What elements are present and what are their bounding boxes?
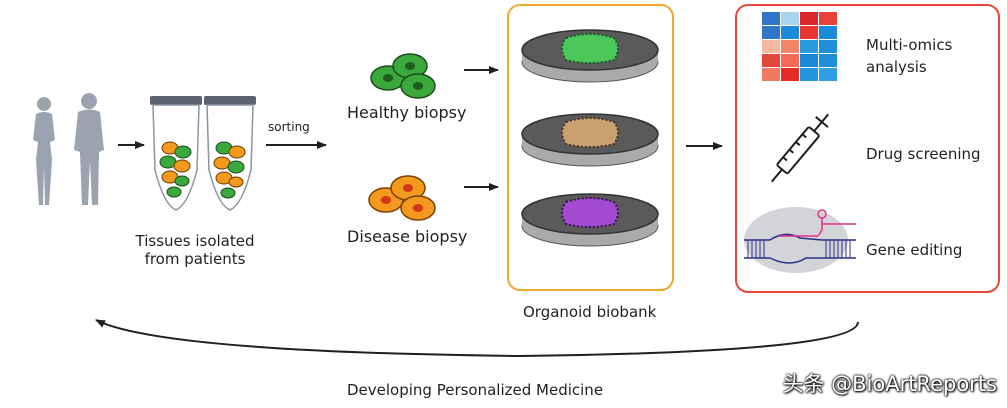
heatmap-cell xyxy=(800,26,818,39)
personalized-medicine-label: Developing Personalized Medicine xyxy=(347,381,604,399)
organoid-biobank-label: Organoid biobank xyxy=(523,303,657,321)
disease-cells-icon xyxy=(368,175,436,221)
healthy-biopsy-label: Healthy biopsy xyxy=(347,103,467,122)
heatmap-cell xyxy=(819,26,837,39)
multiomics-label: Multi-omics analysis xyxy=(866,34,952,78)
biobank-box xyxy=(507,4,674,291)
heatmap-cell xyxy=(819,40,837,53)
dish-healthy-icon xyxy=(521,29,659,83)
tissues-label-line1: Tissues isolated xyxy=(135,232,255,250)
heatmap-cell xyxy=(762,54,780,67)
heatmap-cell xyxy=(819,68,837,81)
tube-right-icon xyxy=(196,88,264,212)
healthy-cells-icon xyxy=(370,53,436,99)
tissues-label-line2: from patients xyxy=(144,250,246,268)
disease-biopsy-label: Disease biopsy xyxy=(347,227,468,246)
heatmap-cell xyxy=(762,12,780,25)
gene-editing-label: Gene editing xyxy=(866,241,963,259)
dish-disease-icon xyxy=(521,193,659,247)
heatmap-cell xyxy=(762,26,780,39)
heatmap-cell xyxy=(781,26,799,39)
tissues-label: Tissues isolated from patients xyxy=(120,232,270,268)
heatmap-cell xyxy=(800,68,818,81)
tube-left-icon xyxy=(142,88,210,212)
dish-intermediate-icon xyxy=(521,113,659,167)
heatmap-cell xyxy=(781,54,799,67)
heatmap-cell xyxy=(819,54,837,67)
heatmap-cell xyxy=(762,68,780,81)
multiomics-label-line1: Multi-omics xyxy=(866,36,953,54)
drug-screening-label: Drug screening xyxy=(866,145,981,163)
feedback-arrow xyxy=(95,319,859,358)
heatmap-cell xyxy=(800,12,818,25)
heatmap-cell xyxy=(800,40,818,53)
human-silhouettes-icon xyxy=(33,93,104,205)
syringe-icon xyxy=(770,113,830,183)
heatmap-cell xyxy=(781,68,799,81)
heatmap-cell xyxy=(781,12,799,25)
heatmap-cell xyxy=(819,12,837,25)
multiomics-label-line2: analysis xyxy=(866,58,927,76)
multiomics-heatmap-icon xyxy=(762,12,837,81)
applications-box xyxy=(735,4,1000,293)
gene-editing-icon xyxy=(744,207,856,273)
sorting-label: sorting xyxy=(268,120,310,134)
heatmap-cell xyxy=(800,54,818,67)
heatmap-cell xyxy=(762,40,780,53)
heatmap-cell xyxy=(781,40,799,53)
watermark: 头条 @BioArtReports xyxy=(782,372,997,396)
